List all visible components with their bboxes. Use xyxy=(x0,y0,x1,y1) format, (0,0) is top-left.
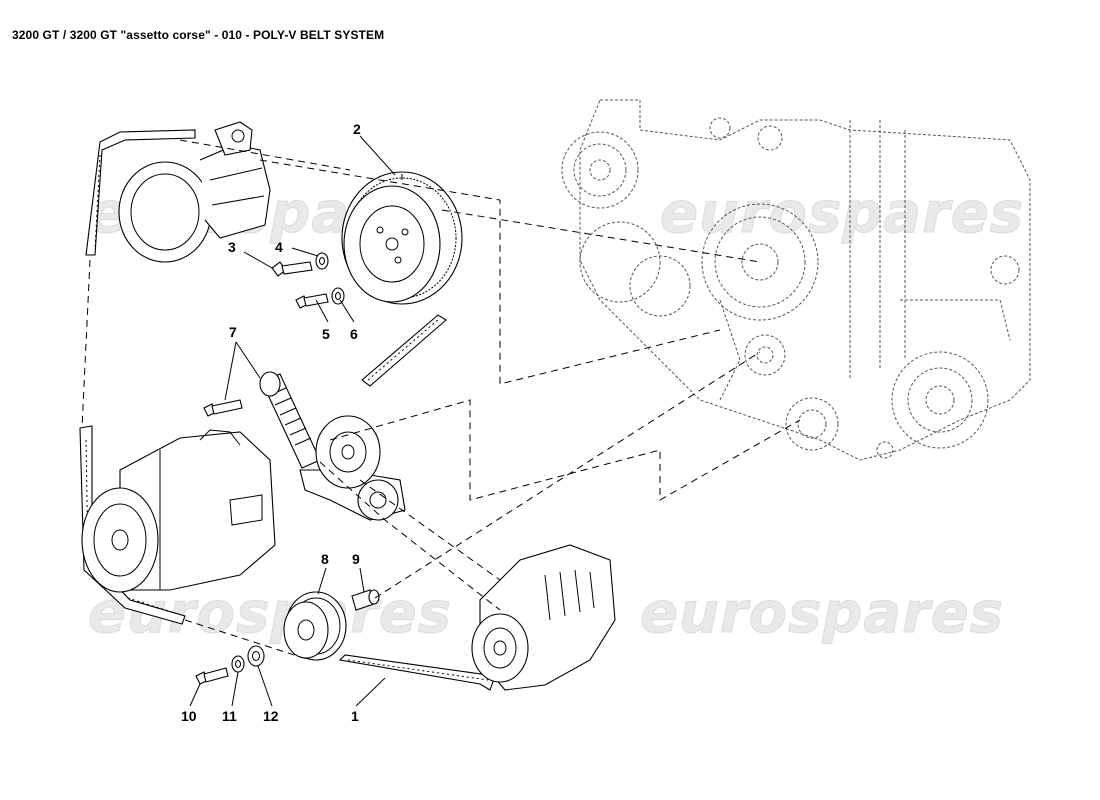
engine-block xyxy=(561,99,1031,461)
part-10-bolt xyxy=(195,667,229,685)
callout-10: 10 xyxy=(181,708,197,724)
part-2-pulley xyxy=(341,171,463,305)
watermark-top-right: eurospares xyxy=(660,181,1024,246)
callout-1: 1 xyxy=(351,708,359,724)
part-1-belt-strip xyxy=(338,654,496,691)
callout-8: 8 xyxy=(321,551,329,567)
watermark-bottom-left: eurospares xyxy=(88,581,452,646)
callout-3: 3 xyxy=(228,239,236,255)
leader-lines xyxy=(189,135,396,707)
callout-12: 12 xyxy=(263,708,279,724)
part-12-washer xyxy=(247,645,265,667)
callout-2: 2 xyxy=(353,121,361,137)
callout-5: 5 xyxy=(322,326,330,342)
part-4-washer xyxy=(315,252,329,270)
watermark-bottom-right: eurospares xyxy=(640,581,1004,646)
part-11-washer xyxy=(231,655,245,673)
belt-path-dashed xyxy=(81,139,801,661)
belt-strip-middle xyxy=(361,314,447,387)
callout-4: 4 xyxy=(275,239,283,255)
part-3-bolt xyxy=(271,261,313,277)
callout-9: 9 xyxy=(352,551,360,567)
part-6-washer xyxy=(331,287,345,305)
alternator xyxy=(471,544,616,691)
callout-6: 6 xyxy=(350,326,358,342)
part-7-tensioner xyxy=(203,371,406,521)
callout-11: 11 xyxy=(222,708,237,724)
part-5-bolt xyxy=(295,293,329,309)
part-8-idler-pulley xyxy=(283,591,347,661)
callouts: 2 3 4 5 6 7 8 9 10 11 12 1 xyxy=(181,121,361,724)
callout-7: 7 xyxy=(229,324,237,340)
ac-compressor xyxy=(81,429,276,593)
diagram-title: 3200 GT / 3200 GT "assetto corse" - 010 … xyxy=(12,28,385,42)
power-steering-pump xyxy=(118,121,271,263)
